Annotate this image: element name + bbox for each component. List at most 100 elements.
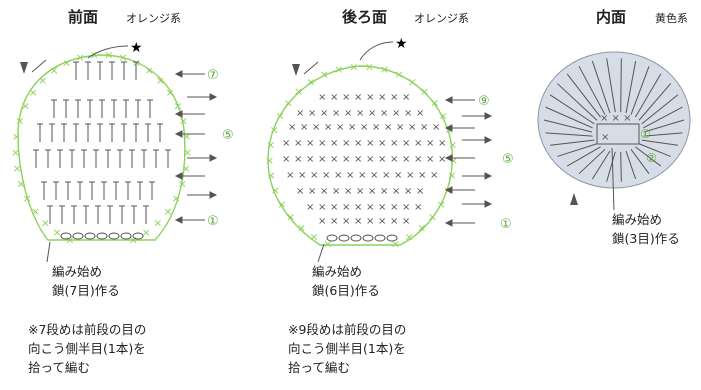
inner-dc-ray [591, 60, 611, 114]
front-outer-stitch: × [76, 51, 85, 64]
back-sc-stitch: × [416, 186, 424, 197]
back-start-note: 編み始め 鎖(6目)作る [312, 262, 380, 300]
back-sc-stitch: × [318, 202, 326, 213]
back-sc-stitch: × [342, 138, 350, 149]
inner-row-1-marker: ① [640, 127, 651, 141]
back-sc-stitch: × [378, 138, 386, 149]
back-start-note-line1: 編み始め [312, 264, 363, 279]
back-sc-stitch: × [354, 92, 362, 103]
back-sc-stitch: × [342, 202, 350, 213]
back-title: 後ろ面 [342, 8, 388, 26]
back-sc-stitch: × [318, 216, 326, 227]
front-outer-stitch: × [181, 162, 190, 175]
back-sc-stitch: × [306, 138, 314, 149]
back-remark: ※9段めは前段の目の 向こう側半目(1本)を 拾って編む [288, 320, 406, 377]
inner-dc-ray [606, 58, 616, 113]
back-chart: ×××××××××××××××××××××××××××××××××× ×××××… [265, 36, 458, 263]
back-sc-stitch: × [330, 216, 338, 227]
back-sc-stitch: × [426, 154, 434, 165]
back-sc-stitch: × [330, 138, 338, 149]
inner-dc-ray [557, 83, 598, 121]
back-sc-stitch: × [294, 154, 302, 165]
back-sc-stitch: × [378, 216, 386, 227]
front-outer-stitch: × [13, 162, 22, 175]
back-start-arrow [303, 61, 319, 75]
front-inner-stitches [33, 61, 171, 224]
front-remark: ※7段めは前段の目の 向こう側半目(1本)を 拾って編む [28, 320, 146, 377]
back-sc-stitch: × [378, 202, 386, 213]
back-sc-stitch: × [432, 122, 440, 133]
back-sc-stitch: × [372, 122, 380, 133]
back-sc-stitch: × [396, 122, 404, 133]
back-sc-stitch: × [346, 170, 354, 181]
inner-title: 内面 [596, 8, 627, 26]
inner-dc-ray [635, 146, 662, 167]
back-sc-stitch: × [296, 108, 304, 119]
front-chart: ×××××××××××××××××××××××××××××××××× ★ [11, 40, 192, 263]
front-outer-stitch: × [21, 100, 30, 113]
back-sc-stitch: × [368, 186, 376, 197]
front-outer-stitch: × [156, 74, 165, 87]
front-outer-stitch: × [179, 114, 188, 127]
back-sc-stitch: × [384, 122, 392, 133]
back-sc-stitch: × [282, 154, 290, 165]
back-outer-stitch: × [323, 238, 332, 251]
back-sc-stitch: × [324, 122, 332, 133]
front-outer-stitch: × [173, 100, 182, 113]
back-sc-stitch: × [390, 216, 398, 227]
front-start-arrowhead [20, 62, 28, 74]
front-remark-line1: ※7段めは前段の目の [28, 322, 147, 337]
back-sc-stitch: × [406, 170, 414, 181]
back-sc-stitch: × [348, 122, 356, 133]
front-row-5-marker: ⑤ [222, 128, 234, 143]
inner-dc-ray [606, 151, 616, 182]
front-outer-stitch: × [16, 177, 25, 190]
back-outer-stitch: × [448, 139, 457, 152]
inner-dc-ray [638, 83, 672, 121]
back-sc-stitch: × [358, 170, 366, 181]
back-sc-stitch: × [414, 202, 422, 213]
back-sc-stitch: × [286, 170, 294, 181]
inner-dc-ray [641, 94, 679, 125]
inner-center-ring [596, 123, 640, 145]
front-outer-stitch: × [166, 86, 175, 99]
back-outer-stitch: × [265, 154, 274, 167]
back-outer-stitch: × [408, 75, 417, 88]
back-sc-stitch: × [342, 154, 350, 165]
front-outer-stitch: × [65, 233, 74, 246]
front-outline [17, 54, 186, 241]
back-remark-line2: 向こう側半目(1本)を [288, 341, 406, 356]
back-outer-stitch: × [447, 169, 456, 182]
front-row-1-marker: ① [207, 214, 219, 229]
back-sc-stitch: × [438, 154, 446, 165]
front-outer-stitch: × [15, 114, 24, 127]
back-outer-stitch: × [294, 85, 303, 98]
back-row-9-marker: ⑨ [478, 94, 490, 109]
back-remark-line3: 拾って編む [288, 360, 350, 375]
back-outer-stitch: × [297, 222, 306, 235]
back-sc-stitch: × [318, 154, 326, 165]
back-outer-stitch: × [437, 198, 446, 211]
back-outer-stitch: × [430, 96, 439, 109]
back-sc-stitch: × [392, 108, 400, 119]
inner-start-note-line1: 編み始め [612, 212, 663, 227]
inner-start-arrowhead [570, 193, 578, 205]
back-outer-stitch: × [284, 96, 293, 109]
back-sc-stitch: × [426, 138, 434, 149]
front-direction-arrows [174, 70, 218, 224]
back-sc-stitch: × [402, 138, 410, 149]
back-sc-stitch: × [438, 138, 446, 149]
front-outer-stitch: × [52, 226, 61, 239]
back-sc-stitch: × [402, 92, 410, 103]
back-sc-stitch: × [310, 170, 318, 181]
back-outline [267, 65, 453, 246]
back-sc-stitch: × [332, 186, 340, 197]
back-sc-stitch: × [294, 138, 302, 149]
front-outer-stitch: × [41, 217, 50, 230]
inner-dc-ray [591, 150, 611, 180]
back-outer-stitch: × [439, 109, 448, 122]
back-remark-line1: ※9段めは前段の目の [288, 322, 407, 337]
back-sc-stitch: × [332, 108, 340, 119]
back-sc-stitch: × [334, 170, 342, 181]
